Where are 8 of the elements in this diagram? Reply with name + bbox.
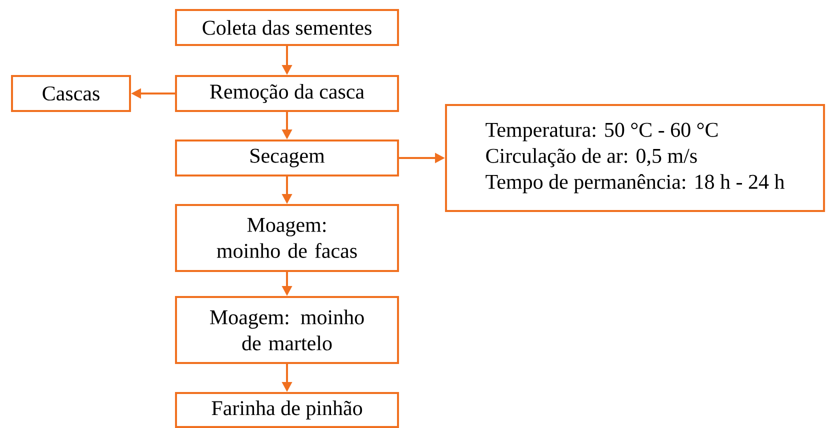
process-box: Temperatura: 50 °C - 60 °C Circulação de ar: 0,5 m/s Tempo de permanência: 18 h - 24 h [445, 104, 826, 212]
process-box: Farinha de pinhão [175, 392, 399, 428]
process-box: Secagem [175, 140, 399, 176]
process-box: Remoção da casca [175, 75, 399, 112]
process-box: Moagem: moinho de facas [175, 204, 399, 272]
process-box: Coleta das sementes [175, 9, 399, 46]
process-box: Moagem: moinho de martelo [175, 296, 399, 364]
process-box: Cascas [11, 75, 131, 112]
